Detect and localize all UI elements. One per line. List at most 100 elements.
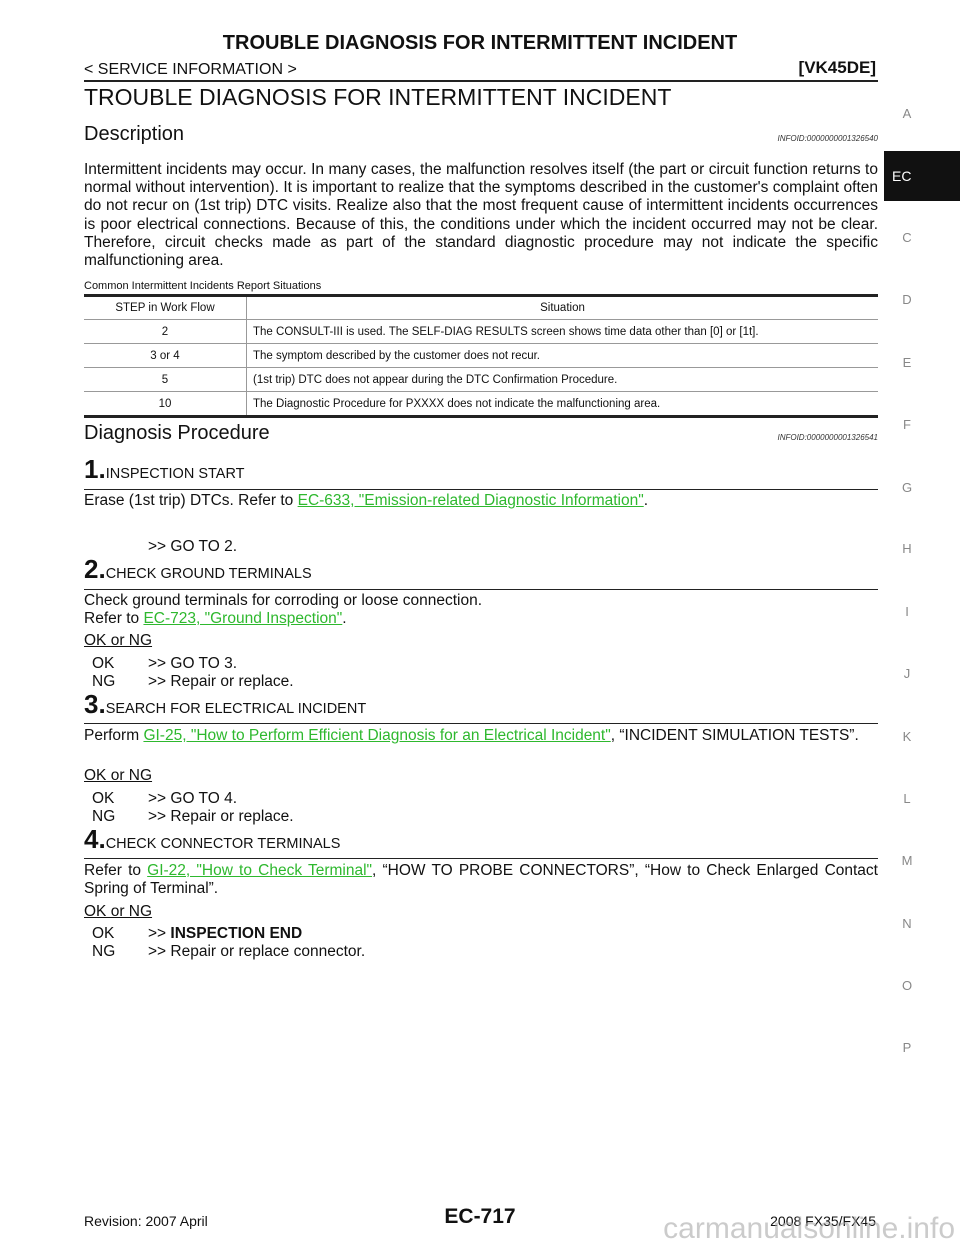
step-number: 3. [84,689,106,719]
header-rule [84,80,878,82]
table-cell: The CONSULT-III is used. The SELF-DIAG R… [246,319,878,344]
index-tab-h[interactable]: H [902,541,912,556]
step-title: SEARCH FOR ELECTRICAL INCIDENT [105,701,367,717]
step-rule [84,489,878,490]
index-tab-f[interactable]: F [903,417,911,432]
text: , “INCIDENT SIMULATION TESTS”. [610,727,859,744]
index-tab-g[interactable]: G [901,480,913,495]
step-2-text: Refer to EC-723, "Ground Inspection". [84,610,347,628]
index-tab-p[interactable]: P [902,1040,912,1055]
footer-page-number: EC-717 [444,1205,516,1228]
page-title: TROUBLE DIAGNOSIS FOR INTERMITTENT INCID… [84,84,672,110]
text: Erase (1st trip) DTCs. Refer to [84,492,298,509]
step-1-text: Erase (1st trip) DTCs. Refer to EC-633, … [84,492,648,510]
table-cell: (1st trip) DTC does not appear during th… [246,367,878,392]
step-rule [84,723,878,724]
breadcrumb: < SERVICE INFORMATION > [84,61,297,78]
result-text: >> Repair or replace connector. [148,943,366,960]
result-key: NG [92,943,116,960]
index-tab-k[interactable]: K [902,729,912,744]
index-tab-j[interactable]: J [903,666,911,681]
description-text: Intermittent incidents may occur. In man… [84,161,878,270]
description-infoid: INFOID:0000000001326540 [777,134,878,143]
table-cell: The Diagnostic Procedure for PXXXX does … [246,391,878,417]
index-tab-c[interactable]: C [902,230,912,245]
table-cell: 10 [84,391,247,417]
step-rule [84,858,878,859]
footer-revision: Revision: 2007 April [84,1213,208,1229]
text: . [643,492,649,509]
ok-or-ng: OK or NG [84,767,153,784]
result-key: NG [92,673,116,690]
link-gi-22[interactable]: GI-22, "How to Check Terminal" [147,862,373,879]
step-number: 1. [84,454,106,484]
running-header-title: TROUBLE DIAGNOSIS FOR INTERMITTENT INCID… [222,32,738,54]
step-3-text: Perform GI-25, "How to Perform Efficient… [84,727,878,745]
table-cell: The symptom described by the customer do… [246,343,878,368]
step-3-heading: 3.SEARCH FOR ELECTRICAL INCIDENT [84,689,366,720]
index-tab-l[interactable]: L [903,791,911,806]
result-key: OK [92,655,115,672]
result-key: OK [92,790,115,807]
result-text: >> GO TO 4. [148,790,238,807]
procedure-heading: Diagnosis Procedure [84,422,270,444]
step-4-heading: 4.CHECK CONNECTOR TERMINALS [84,824,340,855]
result-text: >> GO TO 3. [148,655,238,672]
link-gi-25[interactable]: GI-25, "How to Perform Efficient Diagnos… [143,727,611,744]
result-ok: OK >> GO TO 4. [92,790,237,808]
watermark: carmanualsonline.info [663,1212,955,1242]
table-cell: 3 or 4 [84,343,247,368]
step-title: INSPECTION START [105,466,245,482]
step-1-goto: >> GO TO 2. [148,538,238,555]
result-prefix: >> [148,925,171,942]
link-ec-633[interactable]: EC-633, "Emission-related Diagnostic Inf… [297,492,644,509]
result-ng: NG >> Repair or replace. [92,673,294,691]
engine-model: [VK45DE] [798,58,876,77]
step-2-heading: 2.CHECK GROUND TERMINALS [84,554,312,585]
result-ng: NG >> Repair or replace connector. [92,943,365,961]
step-2-line1: Check ground terminals for corroding or … [84,592,483,609]
text: , “HOW TO PROBE CONNECTORS”, “How to Che… [84,862,878,898]
text: Refer to [84,862,148,879]
result-key: NG [92,808,116,825]
step-4-text: Refer to GI-22, "How to Check Terminal",… [84,862,878,898]
result-text: >> Repair or replace. [148,673,294,690]
footer-model: 2008 FX35/FX45 [770,1213,876,1229]
step-1-heading: 1.INSPECTION START [84,454,245,485]
result-ok: OK >> GO TO 3. [92,655,237,673]
step-rule [84,589,878,590]
table-header: Situation [246,295,878,320]
table-cell: 5 [84,367,247,392]
result-text: >> Repair or replace. [148,808,294,825]
index-tab-ec-active[interactable]: EC [884,151,960,201]
index-tab-m[interactable]: M [901,853,913,868]
text: Perform [84,727,144,744]
table-header: STEP in Work Flow [84,295,247,320]
result-ng: NG >> Repair or replace. [92,808,294,826]
ok-or-ng: OK or NG [84,903,153,920]
index-tab-d[interactable]: D [902,292,912,307]
index-tab-n[interactable]: N [902,916,912,931]
step-title: CHECK CONNECTOR TERMINALS [105,836,341,852]
result-ok: OK>> INSPECTION END [92,925,302,943]
index-tab-o[interactable]: O [901,978,913,993]
index-tab-e[interactable]: E [902,355,912,370]
link-ec-723[interactable]: EC-723, "Ground Inspection" [143,610,343,627]
step-number: 2. [84,554,106,584]
table-cell: 2 [84,319,247,344]
step-title: CHECK GROUND TERMINALS [105,566,312,582]
step-number: 4. [84,824,106,854]
index-tab-a[interactable]: A [902,106,912,121]
ok-or-ng: OK or NG [84,632,153,649]
procedure-infoid: INFOID:0000000001326541 [777,433,878,442]
table-caption: Common Intermittent Incidents Report Sit… [84,280,322,292]
text: . [342,610,347,627]
result-key: OK [92,925,115,942]
index-tab-i[interactable]: I [905,604,909,619]
table-row: 5(1st trip) DTC does not appear during t… [84,367,878,392]
